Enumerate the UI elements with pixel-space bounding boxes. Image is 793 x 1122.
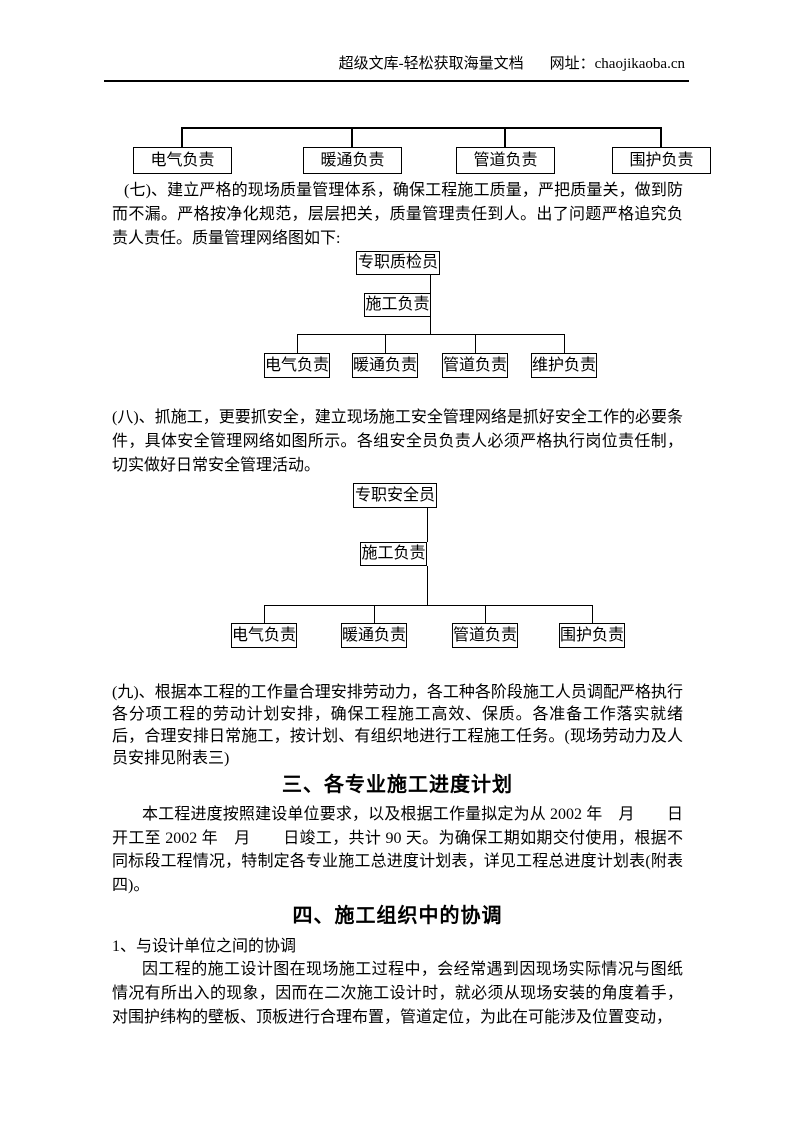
connector-stub <box>475 334 476 353</box>
connector-stub <box>264 605 265 623</box>
header-site-url: 网址：chaojikaoba.cn <box>549 56 685 72</box>
org-chart-continuation: 电气负责 暖通负责 管道负责 围护负责 <box>112 114 711 176</box>
org-chart-quality: 专职质检员 施工负责 电气负责 暖通负责 管道负责 维护负责 <box>112 251 683 378</box>
paragraph-9: (九)、根据本工程的工作量合理安排劳动力，各工种各阶段施工人员调配严格执行各分项… <box>112 684 683 767</box>
org-node-piping: 管道负责 <box>456 147 555 174</box>
connector-stub <box>564 334 565 353</box>
org-node-electric: 电气负责 <box>231 623 297 648</box>
org-node-construction-lead: 施工负责 <box>360 542 427 566</box>
org-node-electric: 电气负责 <box>264 353 330 378</box>
org-node-safety-officer: 专职安全员 <box>353 483 437 508</box>
connector-hline <box>297 334 565 335</box>
paragraph-7: (七)、建立严格的现场质量管理体系，确保工程施工质量，严把质量关，做到防而不漏。… <box>112 182 683 247</box>
org-node-electric: 电气负责 <box>133 147 232 174</box>
paragraph-8: (八)、抓施工，更要抓安全，建立现场施工安全管理网络是抓好安全工作的必要条件，具… <box>112 409 683 474</box>
org-node-piping: 管道负责 <box>442 353 508 378</box>
connector-stub <box>660 127 662 148</box>
header-site-name: 超级文库-轻松获取海量文档 <box>338 56 524 72</box>
connector-stub <box>374 605 375 623</box>
connector-vline <box>430 317 431 334</box>
paragraph-design: 因工程的施工设计图在现场施工过程中，会经常遇到因现场实际情况与图纸情况有所出入的… <box>112 961 683 1026</box>
org-node-hvac: 暖通负责 <box>352 353 418 378</box>
org-node-hvac: 暖通负责 <box>303 147 402 174</box>
connector-stub <box>297 334 298 353</box>
connector-stub <box>485 605 486 623</box>
connector-stub <box>181 127 183 148</box>
org-node-construction-lead: 施工负责 <box>364 293 431 317</box>
org-node-enclosure: 围护负责 <box>559 623 625 648</box>
page-header: 超级文库-轻松获取海量文档 网址：chaojikaoba.cn <box>104 52 689 82</box>
org-node-piping: 管道负责 <box>452 623 518 648</box>
connector-vline <box>427 566 428 605</box>
connector-vline <box>427 508 428 542</box>
org-chart-safety: 专职安全员 施工负责 电气负责 暖通负责 管道负责 围护负责 <box>112 483 683 648</box>
connector-hline <box>182 127 662 129</box>
connector-vline <box>430 275 431 293</box>
connector-hline <box>264 605 593 606</box>
org-node-maintenance: 维护负责 <box>531 353 597 378</box>
section-heading-3: 三、各专业施工进度计划 <box>282 774 513 796</box>
section-heading-4: 四、施工组织中的协调 <box>292 905 503 927</box>
org-node-hvac: 暖通负责 <box>341 623 407 648</box>
connector-stub <box>385 334 386 353</box>
connector-stub <box>592 605 593 623</box>
org-node-quality-inspector: 专职质检员 <box>356 251 440 275</box>
connector-stub <box>351 127 353 148</box>
subheading-design-coordination: 1、与设计单位之间的协调 <box>112 938 297 955</box>
connector-stub <box>504 127 506 148</box>
org-node-enclosure: 围护负责 <box>612 147 711 174</box>
paragraph-schedule: 本工程进度按照建设单位要求，以及根据工作量拟定为从 2002 年 月 日开工至 … <box>112 806 683 894</box>
